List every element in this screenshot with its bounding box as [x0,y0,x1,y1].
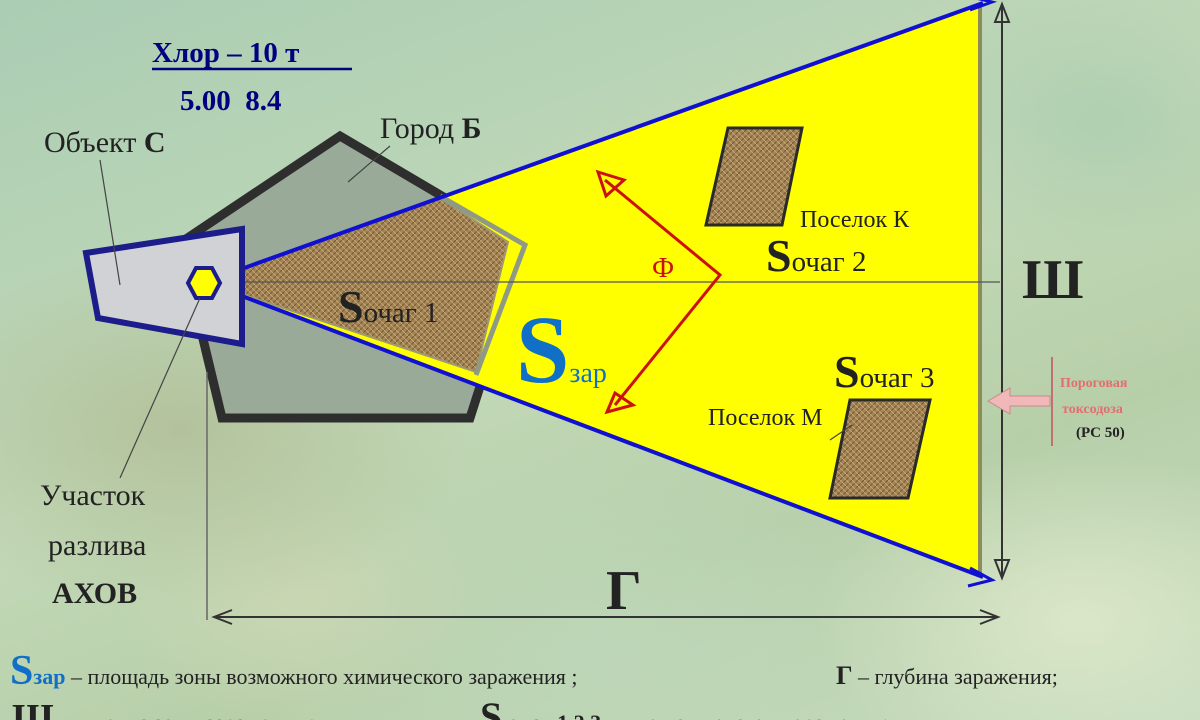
spill-area-leader [119,297,201,479]
object-c-leader [99,159,121,286]
width-dimension [993,1,1011,581]
city-b-leader [347,145,391,183]
spill-area-label-1: Участок [40,479,146,512]
legend-line-1: Sзар – площадь зоны возможного химическо… [10,648,1058,694]
threshold-arrow [987,357,1053,446]
zone-edge-top-arrow [969,0,998,12]
zone-edge-top [204,1,984,284]
city-boundary-overlay [438,193,529,376]
focus-2-label: Sочаг 2 [766,230,866,281]
phi-label: Ф [652,253,674,284]
settlement-k-label: Поселок К [800,207,910,233]
threshold-label-3: (PC 50) [1076,425,1125,441]
depth-dimension [206,372,1001,625]
legend-line-2: Ш – ширина зоны заражения ;S очаг 1,2,3.… [12,694,888,720]
phi-angle-arrows [595,169,723,415]
zone-edge-bottom [204,280,984,579]
focus-1-label: Sочаг 1 [338,281,438,332]
settlement-m-label: Поселок М [708,405,823,431]
width-label: Ш [1022,249,1084,311]
threshold-label-1: Пороговая [1060,376,1128,391]
object-c-area [82,225,245,348]
spill-area-label-3: АХОВ [52,577,137,610]
spill-source-hexagon [185,266,223,300]
threshold-label-2: токсодоза [1062,402,1123,417]
settlement-m-area [828,398,932,500]
settlement-k-area [704,126,804,227]
object-c-label: Объект С [44,126,165,159]
city-b-label: Город Б [380,112,481,145]
header-values: 5.00 8.4 [180,85,282,117]
focus-3-label: Sочаг 3 [834,346,934,397]
spill-area-label-2: разлива [48,529,146,562]
zone-label: Sзар [516,296,607,403]
zone-edge-bottom-arrow [967,566,997,588]
header-title: Хлор – 10 т [152,37,299,69]
depth-label: Г [606,560,642,622]
settlement-m-leader [829,424,853,441]
